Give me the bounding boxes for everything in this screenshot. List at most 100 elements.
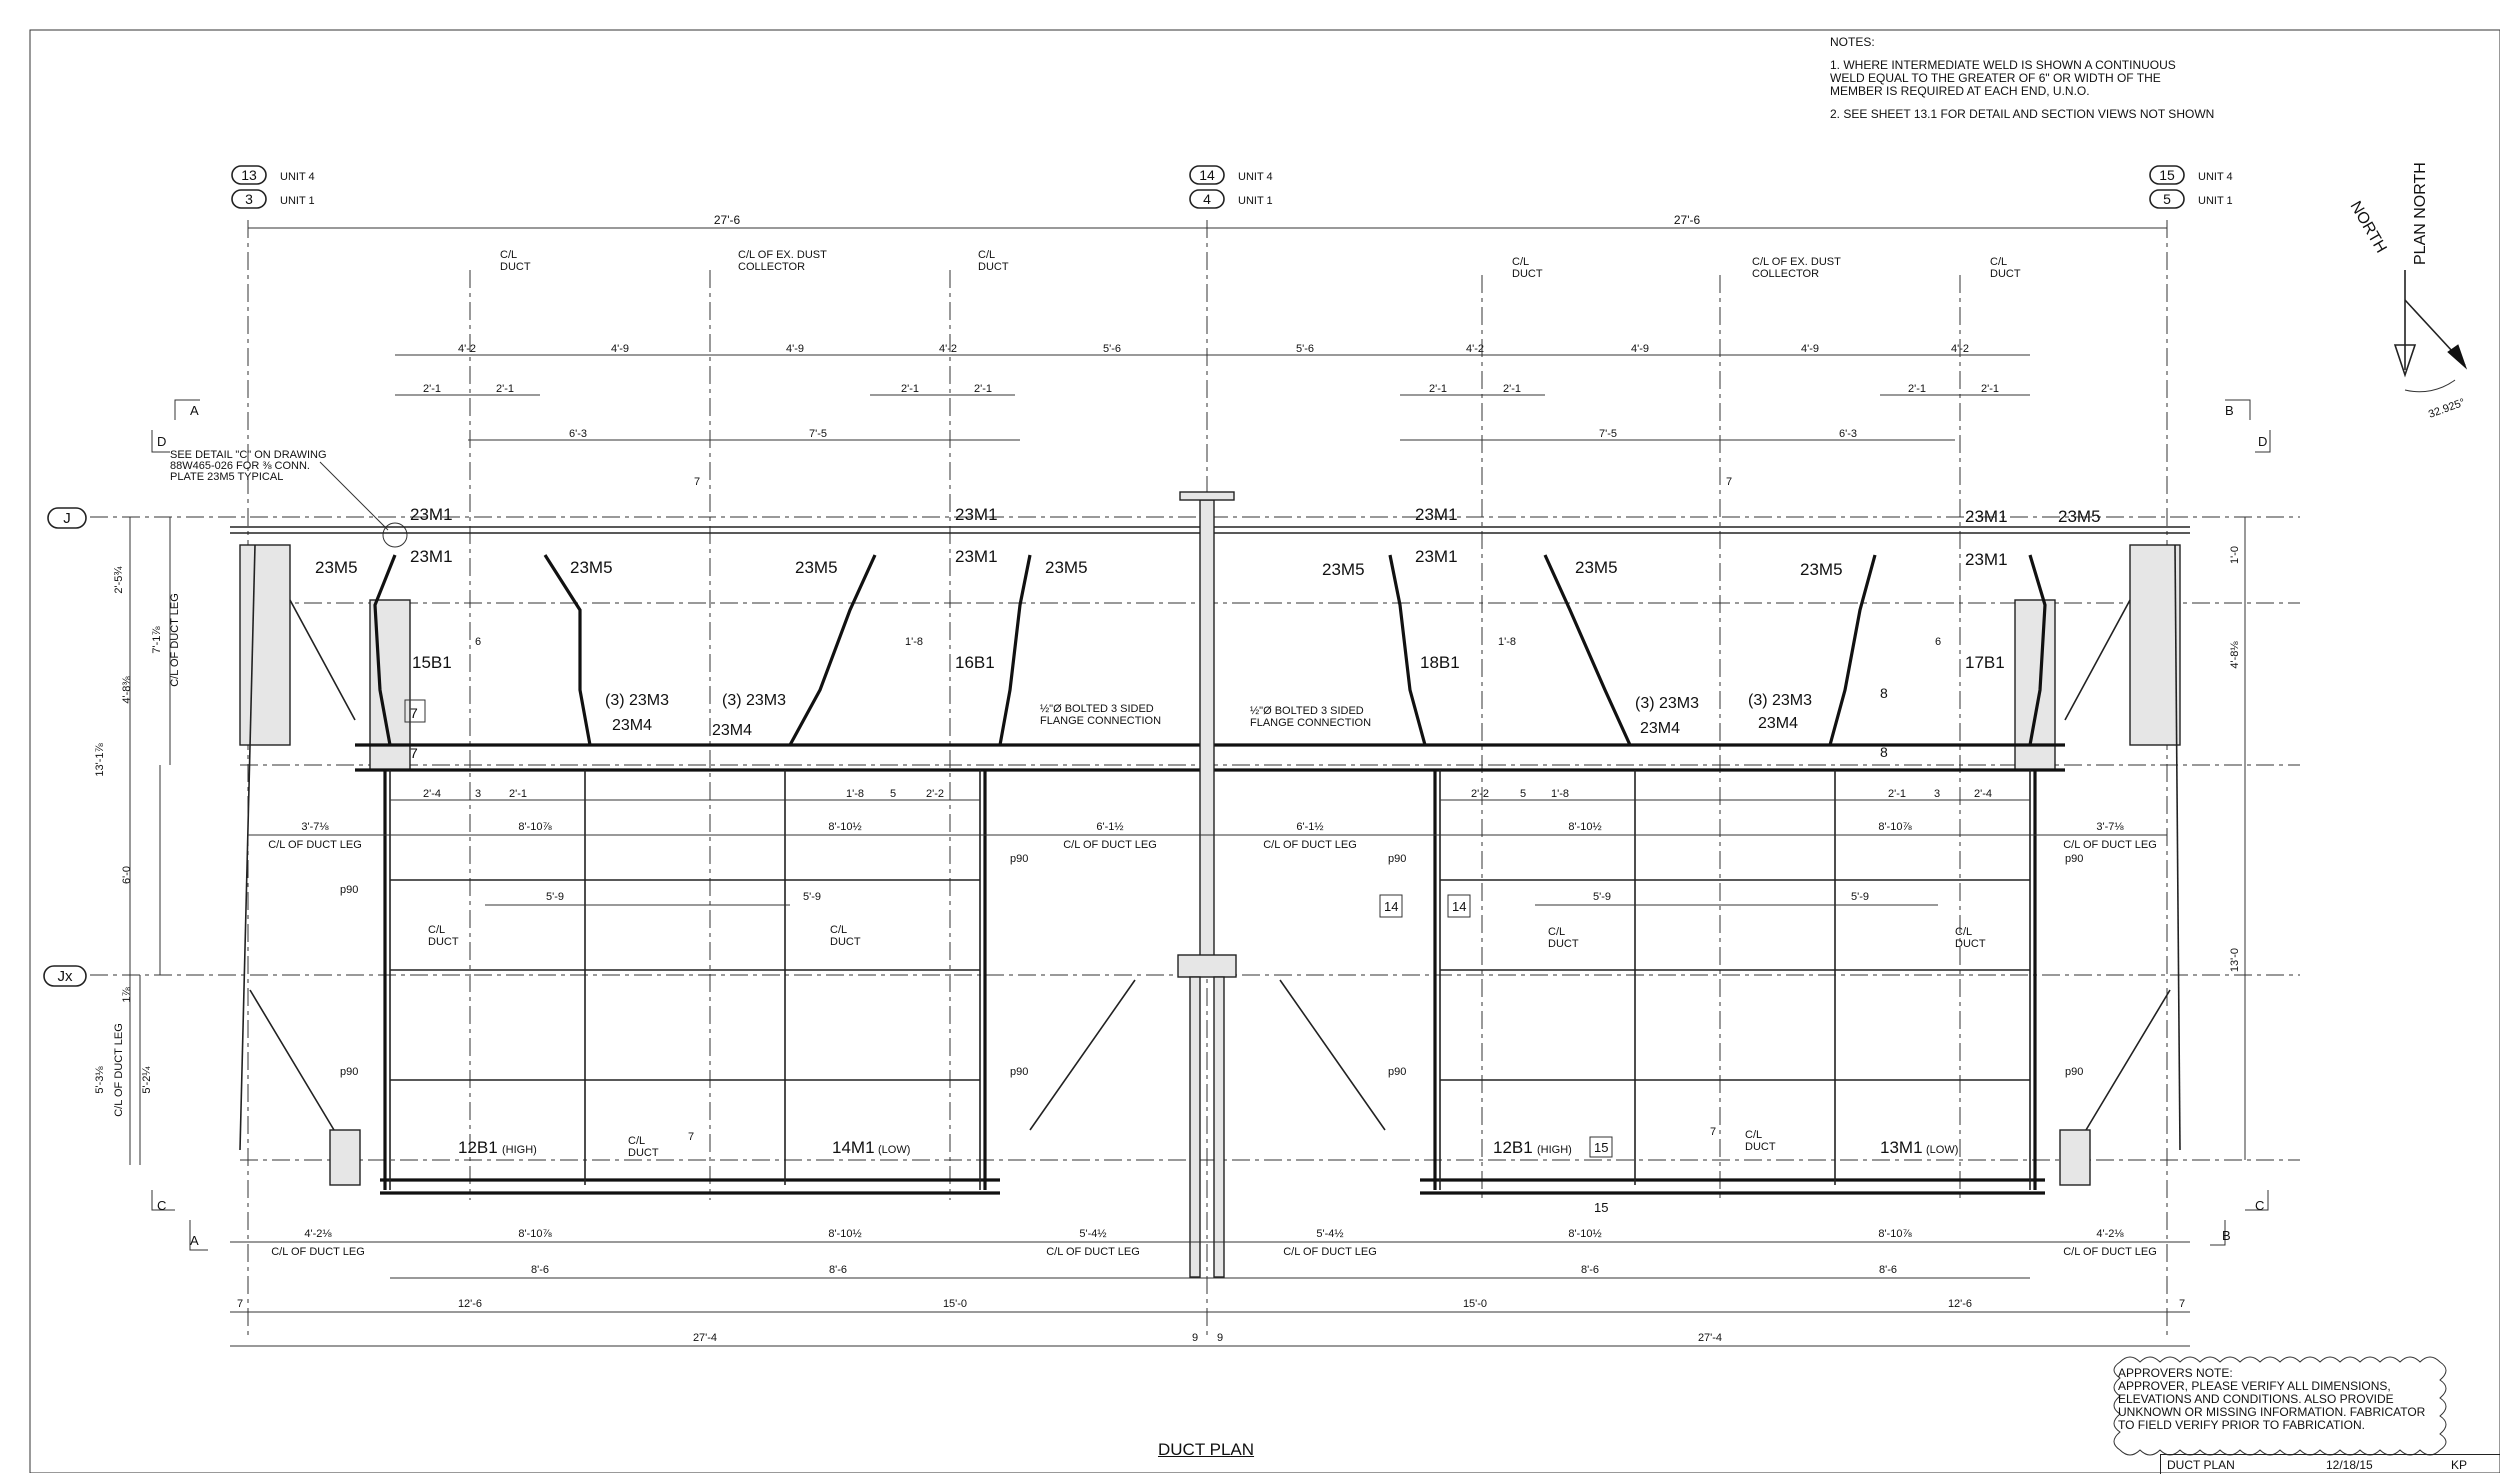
p90-label: p90 [1388, 1066, 1406, 1078]
mark-23M5: 23M5 [315, 558, 358, 577]
grid-col-15: 15 [2159, 167, 2175, 183]
mark-23M5: 23M5 [1575, 558, 1618, 577]
unit1-label: UNIT 1 [1238, 195, 1273, 207]
title-block-date: 12/18/15 [2326, 1458, 2373, 1472]
dim-7: 7 [694, 476, 700, 488]
dim-2-1: 2'-1 [901, 383, 919, 395]
cl-duct-leg: C/L OF DUCT LEG [2063, 839, 2157, 851]
cl-duct-leg: C/L OF DUCT LEG [1046, 1246, 1140, 1258]
mark-23M1: 23M1 [410, 547, 453, 566]
dim-12-6: 12'-6 [458, 1298, 482, 1310]
grid-col-3: 3 [245, 191, 253, 207]
dim-2-1: 2'-1 [423, 383, 441, 395]
dim-9: 9 [1192, 1332, 1198, 1344]
high-label: (HIGH) [502, 1144, 537, 1156]
dim-3-7: 3'-7⅛ [301, 821, 329, 833]
unit1-label: UNIT 1 [280, 195, 315, 207]
dim-8-10: 8'-10⅞ [518, 821, 552, 833]
dim-2-1: 2'-1 [1908, 383, 1926, 395]
title-block-drawn: KP [2451, 1458, 2468, 1472]
dim-9: 9 [1217, 1332, 1223, 1344]
mark-23M3: (3) 23M3 [605, 692, 669, 709]
cl-duct-leg: C/L OF DUCT LEG [1283, 1246, 1377, 1258]
p90-label: p90 [2065, 1066, 2083, 1078]
dim-6: 6 [475, 636, 481, 648]
dim-5-4: 5'-4½ [1079, 1228, 1106, 1240]
dim-27-4: 27'-4 [693, 1332, 717, 1344]
dim-4-2: 4'-2 [1466, 343, 1484, 355]
section-box [1589, 1136, 1613, 1158]
dim-8-6: 8'-6 [829, 1264, 847, 1276]
dim-6-3: 6'-3 [569, 428, 587, 440]
mark-23M5: 23M5 [1322, 560, 1365, 579]
grid-col-14: 14 [1199, 167, 1215, 183]
dim-4-9: 4'-9 [1801, 343, 1819, 355]
unit4-label: UNIT 4 [2198, 171, 2233, 183]
section-box [404, 699, 426, 723]
dim-5-6: 5'-6 [1296, 343, 1314, 355]
p90-label: p90 [1010, 1066, 1028, 1078]
dim-5-3: 5'-3⅛ [94, 1066, 106, 1094]
cl-duct-leg: C/L OF DUCT LEG [169, 593, 181, 687]
dim-2-1: 2'-1 [496, 383, 514, 395]
dim-13-0: 13'-0 [2229, 948, 2241, 972]
centerlines [469, 270, 1961, 1200]
section-7: 7 [410, 745, 418, 761]
mark-23M5: 23M5 [1800, 560, 1843, 579]
dim-5-9: 5'-9 [546, 891, 564, 903]
grid-col-13: 13 [241, 167, 257, 183]
dim-4-9: 4'-9 [786, 343, 804, 355]
dim-4-8: 4'-8⅛ [2229, 641, 2241, 669]
p90-label: p90 [1010, 853, 1028, 865]
cl-duct-leg: C/L OF DUCT LEG [271, 1246, 365, 1258]
mark-23M5: 23M5 [1045, 558, 1088, 577]
section-box [1447, 894, 1471, 918]
dim-7-1: 7'-1⅞ [151, 626, 163, 654]
mark-15B1: 15B1 [412, 653, 452, 672]
p90-label: p90 [1388, 853, 1406, 865]
title-block-name: DUCT PLAN [2167, 1458, 2235, 1472]
dim-3: 3 [1934, 788, 1940, 800]
dim-5-4: 5'-4½ [1316, 1228, 1343, 1240]
mark-23M4: 23M4 [1758, 715, 1798, 732]
dim-5-9: 5'-9 [803, 891, 821, 903]
section-A: A [190, 1233, 199, 1248]
dim-5-6: 5'-6 [1103, 343, 1121, 355]
unit1-label: UNIT 1 [2198, 195, 2233, 207]
dim-13-1: 13'-1⅞ [94, 743, 106, 777]
mark-13M1: 13M1 [1880, 1138, 1923, 1157]
mark-14M1: 14M1 [832, 1138, 875, 1157]
mark-23M4: 23M4 [1640, 720, 1680, 737]
section-15: 15 [1594, 1200, 1608, 1215]
dim-2-1: 2'-1 [1429, 383, 1447, 395]
grid-col-4: 4 [1203, 191, 1211, 207]
dim-2-1: 2'-1 [509, 788, 527, 800]
dim-8-6: 8'-6 [1581, 1264, 1599, 1276]
cl-duct-leg: C/L OF DUCT LEG [1263, 839, 1357, 851]
mark-23M5: 23M5 [795, 558, 838, 577]
duct-transitions [373, 554, 2047, 746]
dim-5-2: 5'-2¼ [141, 1066, 153, 1094]
p90-label: p90 [340, 1066, 358, 1078]
detail-circle [382, 522, 408, 548]
dim-8-10: 8'-10½ [828, 1228, 861, 1240]
section-box [1379, 894, 1403, 918]
section-D: D [2258, 434, 2267, 449]
section-8: 8 [1880, 685, 1888, 701]
mark-23M1: 23M1 [955, 505, 998, 524]
mark-17B1: 17B1 [1965, 653, 2005, 672]
dim-8-10: 8'-10⅞ [1878, 1228, 1912, 1240]
dim-4-2: 4'-2⅛ [304, 1228, 332, 1240]
dim-6-3: 6'-3 [1839, 428, 1857, 440]
cl-duct-leg: C/L OF DUCT LEG [268, 839, 362, 851]
dim-8-6: 8'-6 [531, 1264, 549, 1276]
dim-6-1: 6'-1½ [1096, 821, 1123, 833]
